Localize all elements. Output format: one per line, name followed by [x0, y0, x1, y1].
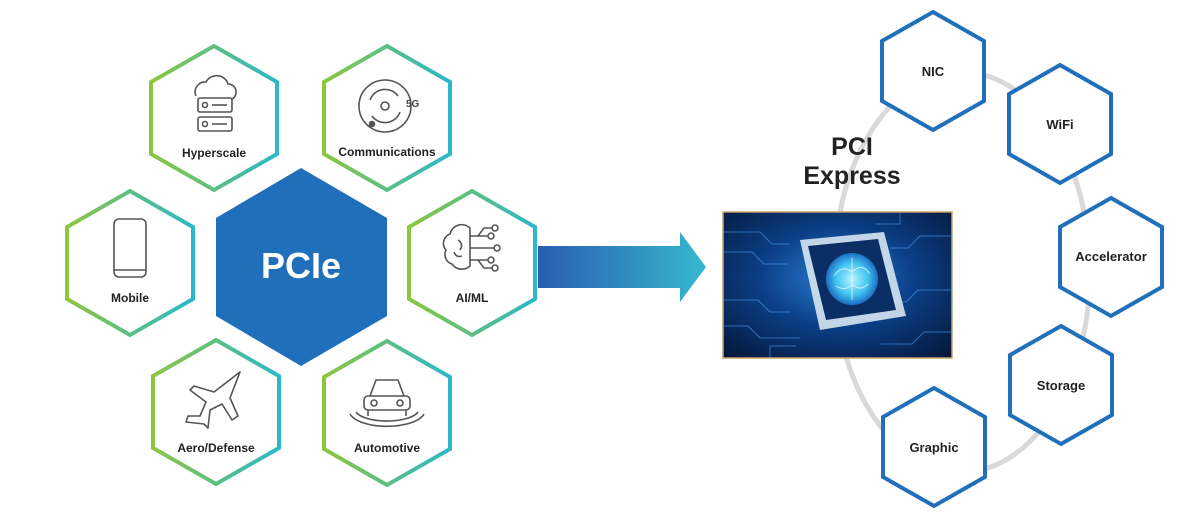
device-label-wifi: WiFi: [1046, 117, 1073, 132]
app-hex-automotive: Automotive: [322, 338, 452, 488]
app-label-mobile: Mobile: [111, 291, 149, 305]
app-label-aero-defense: Aero/Defense: [177, 441, 255, 455]
5g-signal-icon: [358, 79, 412, 133]
device-label-accelerator: Accelerator: [1075, 249, 1147, 264]
device-label-storage: Storage: [1037, 378, 1085, 393]
app-hex-hyperscale: Hyperscale: [149, 43, 279, 193]
pci-title-line1: PCI: [831, 133, 873, 161]
mobile-phone-icon: [113, 218, 147, 278]
app-label-hyperscale: Hyperscale: [182, 146, 246, 160]
device-hex-accelerator: Accelerator: [1058, 195, 1164, 319]
app-hex-communications: 5G Communications: [322, 43, 452, 193]
app-hex-aiml: AI/ML: [407, 188, 537, 338]
device-label-nic: NIC: [922, 64, 945, 79]
device-hex-storage: Storage: [1008, 323, 1114, 447]
device-label-graphic: Graphic: [909, 440, 958, 455]
app-label-aiml: AI/ML: [456, 291, 489, 305]
device-hex-nic: NIC: [880, 9, 986, 133]
5g-badge-icon: 5G: [406, 99, 420, 110]
pci-title-line2: Express: [803, 162, 900, 190]
server-cloud-icon: [194, 74, 237, 132]
device-hex-graphic: Graphic: [881, 385, 987, 509]
car-radar-icon: [349, 379, 425, 428]
ai-chip-circuit-board-image: [722, 211, 953, 359]
app-hex-mobile: Mobile: [65, 188, 195, 338]
pcie-center-hex: PCIe: [216, 168, 387, 366]
flow-arrow: [538, 232, 706, 302]
app-label-automotive: Automotive: [354, 441, 420, 455]
brain-circuit-icon: [442, 223, 501, 272]
fighter-jet-icon: [185, 371, 241, 429]
app-label-communications: Communications: [338, 145, 436, 159]
pcie-center-label: PCIe: [261, 245, 341, 286]
device-hex-wifi: WiFi: [1007, 62, 1113, 186]
app-hex-aero-defense: Aero/Defense: [151, 337, 281, 487]
